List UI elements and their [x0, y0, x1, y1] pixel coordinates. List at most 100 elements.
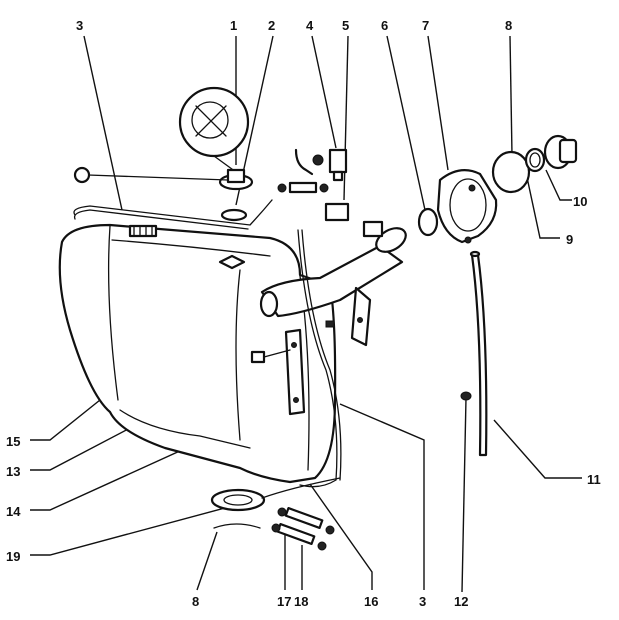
valve-bracket [324, 202, 350, 222]
tank-top-edge [111, 239, 271, 257]
callout-5: 5 [342, 18, 349, 33]
callout-2: 2 [268, 18, 275, 33]
leader-16 [309, 483, 373, 590]
callout-15: 15 [6, 434, 20, 449]
sender-float [73, 166, 91, 184]
filler-neck-pipe [260, 244, 404, 318]
valve-hose-clip [277, 183, 287, 193]
mounting-bolt [250, 349, 291, 364]
leader-7 [427, 35, 449, 171]
callout-8-top: 8 [505, 18, 512, 33]
bottom-sender-flange [210, 488, 266, 512]
tank-vent-boss [218, 254, 246, 270]
valve-hose-elbow [294, 148, 314, 176]
callout-7: 7 [422, 18, 429, 33]
leader-6 [386, 35, 426, 211]
bottom-sender-opening [223, 494, 253, 506]
filler-cap-seal [491, 150, 531, 194]
callout-3-bottom: 3 [419, 594, 426, 609]
tank-bottom-flange [119, 409, 251, 449]
hose-clip [317, 541, 327, 551]
tank-seam-center [235, 269, 241, 441]
sender-float-arm [87, 174, 229, 181]
hose-clip [271, 523, 281, 533]
valve-clip [312, 154, 324, 166]
leader-5 [343, 35, 349, 201]
callout-14: 14 [6, 504, 21, 519]
housing-screw [468, 184, 476, 192]
callout-17: 17 [277, 594, 291, 609]
callout-10: 10 [573, 194, 587, 209]
breather-pipe-side-inner [301, 229, 342, 481]
drain-hose-end [469, 250, 481, 258]
drain-hose-tube [470, 253, 488, 457]
grommet [460, 391, 472, 401]
fuel-hose-lower [276, 522, 316, 546]
hose-clip [325, 525, 335, 535]
bracket-hole [357, 317, 363, 323]
filler-neck [259, 227, 407, 347]
filler-cap [543, 134, 578, 170]
filler-cap-ring [524, 147, 546, 173]
filler-neck-bracket [350, 286, 372, 347]
breather-pipe-upper-inner [73, 209, 249, 230]
sender-inset-cross [195, 105, 227, 137]
bottom-retaining-clip [213, 523, 261, 529]
filler-neck-mouth [375, 227, 407, 253]
tank-seam-left [107, 225, 119, 401]
valve-hose [288, 181, 318, 194]
strap-hole [293, 397, 299, 403]
bottom-sender [210, 477, 341, 529]
callout-13: 13 [6, 464, 20, 479]
leader-3-bottom [339, 403, 425, 590]
strap-bracket [284, 328, 306, 416]
callout-6: 6 [381, 18, 388, 33]
callout-18: 18 [294, 594, 308, 609]
leader-3-top [83, 35, 123, 211]
valve-mount [362, 220, 384, 238]
valve-stem [332, 170, 344, 182]
tank-strap [284, 328, 306, 416]
callout-1: 1 [230, 18, 237, 33]
breather-pipe-side [297, 229, 338, 488]
callout-11: 11 [587, 472, 601, 487]
sender-body [226, 168, 246, 184]
leader-19 [30, 504, 237, 556]
drain-hose [469, 250, 488, 457]
fuel-gauge-sender [73, 86, 254, 191]
callout-4: 4 [306, 18, 314, 33]
housing-screw [464, 236, 472, 244]
fuel-hose-upper [284, 506, 324, 530]
breather-valve [277, 148, 384, 238]
valve-body [328, 148, 348, 174]
filler-cap-ring-inner [529, 152, 541, 168]
hose-clip [277, 507, 287, 517]
leader-11 [493, 419, 582, 479]
callout-9: 9 [566, 232, 573, 247]
callout-8-bottom: 8 [192, 594, 199, 609]
sender-seal [220, 208, 248, 222]
breather-pipe-upper [73, 199, 273, 226]
callout-3-top: 3 [76, 18, 83, 33]
filler-seal-ring [417, 207, 439, 237]
sender-inset-detail [191, 101, 229, 139]
callout-labels: 1 2 3 4 5 6 7 8 10 9 11 12 13 14 15 16 1… [6, 18, 601, 609]
cap-grip [558, 138, 578, 164]
filler-housing-rim [449, 178, 487, 232]
bottom-sender-pipe [261, 477, 341, 499]
bolt-head [250, 350, 266, 364]
leader-4 [311, 35, 337, 149]
fuel-hoses [271, 506, 335, 551]
leader-8-bottom [196, 531, 218, 591]
filler-housing [436, 169, 498, 244]
leader-15 [30, 391, 111, 441]
filler-neck-flange [259, 290, 279, 318]
leader-8-top [509, 35, 513, 156]
strap-hole [291, 342, 297, 348]
callout-19: 19 [6, 549, 20, 564]
leader-9 [524, 167, 560, 239]
callout-16: 16 [364, 594, 378, 609]
leader-10 [545, 169, 572, 201]
bracket-screw [325, 320, 335, 328]
